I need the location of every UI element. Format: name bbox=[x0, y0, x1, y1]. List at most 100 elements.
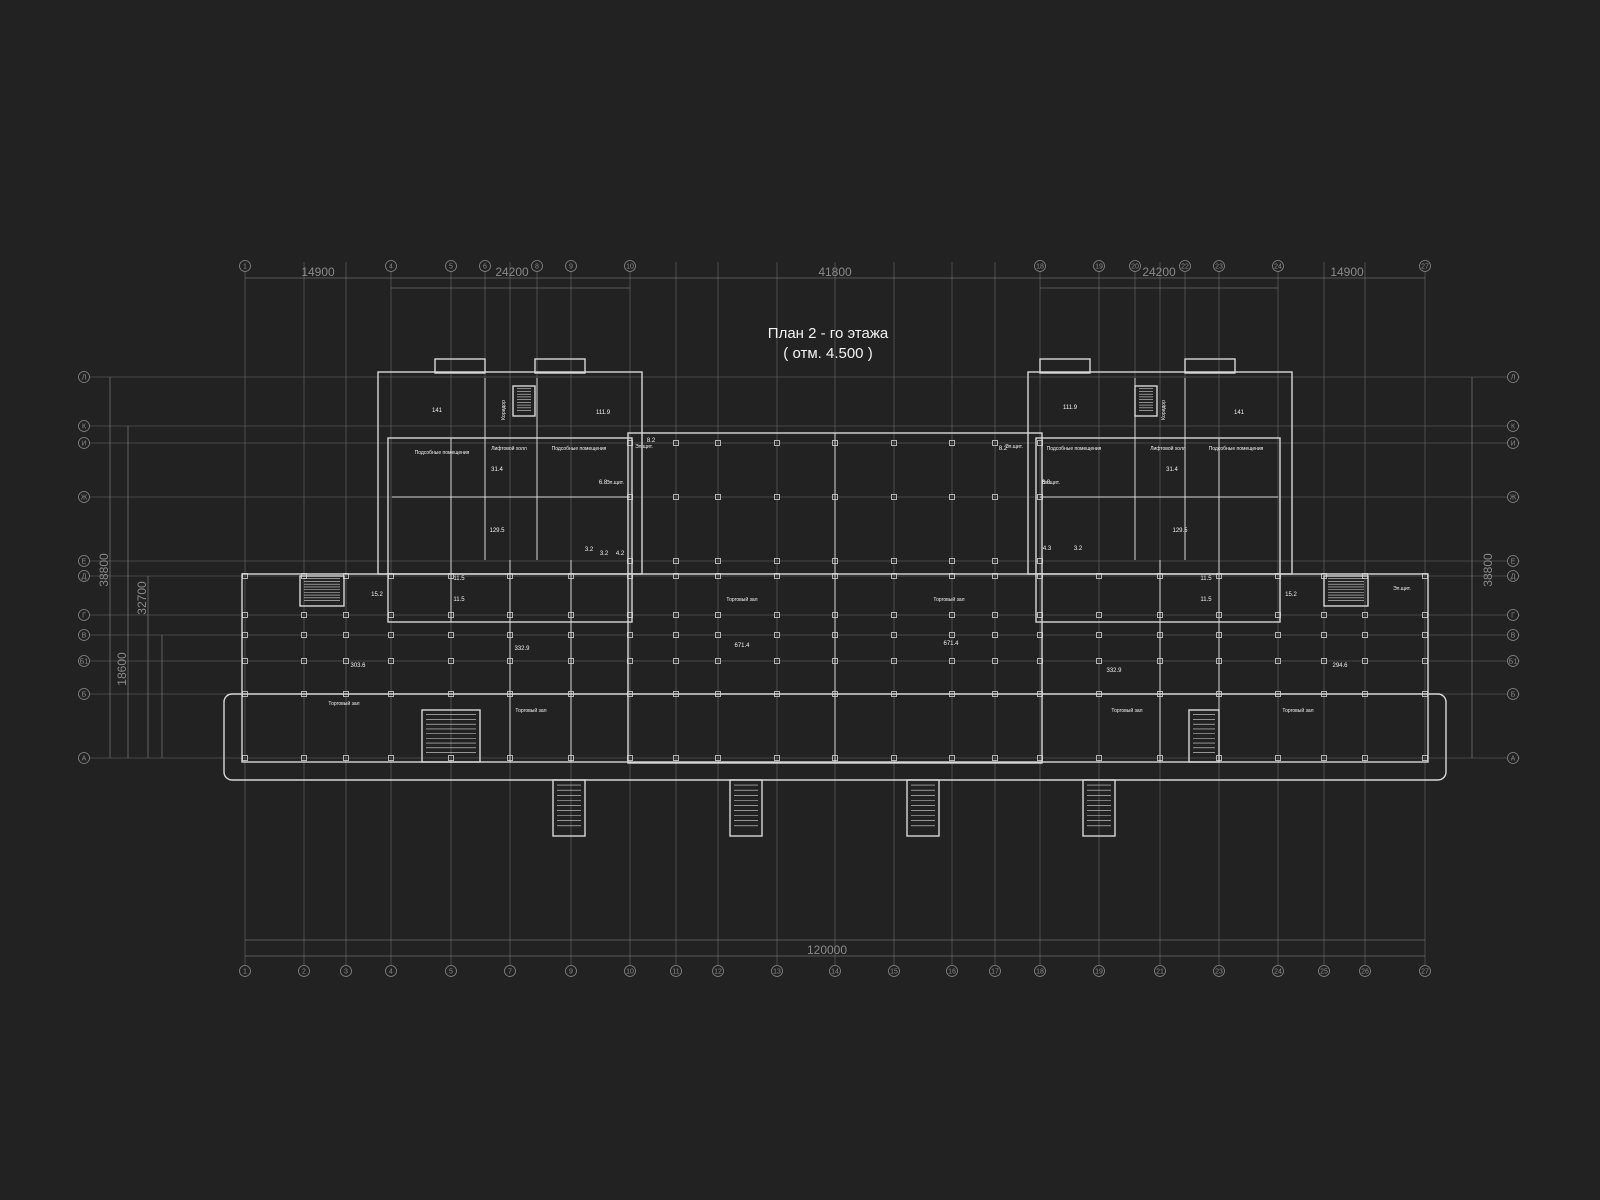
column bbox=[568, 691, 574, 697]
column bbox=[301, 691, 307, 697]
column bbox=[992, 658, 998, 664]
column bbox=[1037, 573, 1043, 579]
room-area: 31.4 bbox=[1166, 467, 1178, 473]
axis-bubble bbox=[78, 555, 90, 567]
column bbox=[715, 558, 721, 564]
column bbox=[1275, 573, 1281, 579]
column bbox=[992, 612, 998, 618]
column bbox=[507, 573, 513, 579]
column bbox=[242, 612, 248, 618]
axis-bubble bbox=[1318, 965, 1330, 977]
column bbox=[1422, 612, 1428, 618]
room-area: 129.5 bbox=[1172, 528, 1188, 534]
room-name-el-panel: Эл.щит. bbox=[1005, 444, 1023, 450]
column bbox=[1157, 612, 1163, 618]
balcony-outline bbox=[434, 358, 486, 374]
column bbox=[242, 632, 248, 638]
balcony-outline bbox=[534, 358, 586, 374]
column bbox=[1321, 691, 1327, 697]
column bbox=[448, 573, 454, 579]
column bbox=[949, 612, 955, 618]
column bbox=[627, 632, 633, 638]
axis-label: Е bbox=[82, 559, 87, 566]
axis-label: 23 bbox=[1215, 264, 1223, 271]
column bbox=[1157, 573, 1163, 579]
axis-bubble bbox=[1179, 260, 1191, 272]
dim-text-right: 38800 bbox=[1481, 553, 1495, 587]
column bbox=[715, 440, 721, 446]
axis-bubble bbox=[1272, 965, 1284, 977]
column bbox=[1157, 658, 1163, 664]
axis-grid-lines bbox=[82, 262, 1520, 965]
column bbox=[343, 755, 349, 761]
axis-label: 27 bbox=[1421, 264, 1429, 271]
room-name-el-panel: Эл.щит. bbox=[606, 480, 624, 486]
room-name-auxiliary: Подсобные помещения bbox=[415, 450, 470, 456]
column bbox=[949, 573, 955, 579]
column bbox=[949, 632, 955, 638]
axis-label: 14 bbox=[831, 969, 839, 976]
axis-bubble bbox=[1272, 260, 1284, 272]
axis-bubble bbox=[771, 965, 783, 977]
column bbox=[1096, 632, 1102, 638]
axis-bubble bbox=[1213, 965, 1225, 977]
column bbox=[1275, 755, 1281, 761]
column bbox=[774, 632, 780, 638]
room-area: 303.6 bbox=[350, 663, 366, 669]
axis-label: Б bbox=[82, 692, 87, 699]
room-area: 6.8 bbox=[1042, 480, 1051, 486]
column bbox=[673, 612, 679, 618]
axis-bubble bbox=[445, 260, 457, 272]
axis-label: Ж bbox=[81, 495, 88, 502]
column bbox=[774, 573, 780, 579]
column bbox=[774, 494, 780, 500]
axis-label: 16 bbox=[948, 969, 956, 976]
column bbox=[832, 440, 838, 446]
axis-bubble bbox=[78, 752, 90, 764]
room-area: 11.5 bbox=[1200, 576, 1212, 582]
axis-label: 26 bbox=[1361, 969, 1369, 976]
column bbox=[673, 632, 679, 638]
room-area: 3.2 bbox=[585, 547, 594, 553]
axis-label: К bbox=[82, 424, 87, 431]
column bbox=[627, 612, 633, 618]
axis-bubble bbox=[1507, 752, 1519, 764]
column bbox=[301, 632, 307, 638]
axis-label: 9 bbox=[569, 264, 573, 271]
column bbox=[673, 658, 679, 664]
column bbox=[715, 494, 721, 500]
column bbox=[507, 755, 513, 761]
axis-bubble bbox=[239, 260, 251, 272]
column bbox=[242, 573, 248, 579]
room-area: 31.4 bbox=[491, 467, 503, 473]
column bbox=[1037, 658, 1043, 664]
axis-bubble bbox=[989, 965, 1001, 977]
axis-bubble bbox=[1507, 437, 1519, 449]
room-name-trading-hall: Торговый зал bbox=[726, 596, 757, 603]
axis-label: А bbox=[1511, 756, 1516, 763]
axis-label: 6 bbox=[483, 264, 487, 271]
column bbox=[774, 440, 780, 446]
axis-bubble bbox=[712, 965, 724, 977]
column bbox=[448, 755, 454, 761]
dim-text-bottom: 120000 bbox=[807, 943, 847, 957]
room-area: 15.2 bbox=[371, 592, 383, 598]
column bbox=[774, 691, 780, 697]
column bbox=[949, 558, 955, 564]
axis-bubble bbox=[78, 437, 90, 449]
axis-label: 25 bbox=[1320, 969, 1328, 976]
plan-title: План 2 - го этажа bbox=[767, 325, 889, 342]
axis-label: 20 bbox=[1131, 264, 1139, 271]
column bbox=[627, 440, 633, 446]
column bbox=[1321, 755, 1327, 761]
column bbox=[1096, 612, 1102, 618]
column bbox=[673, 558, 679, 564]
axis-bubble bbox=[1093, 965, 1105, 977]
column bbox=[1096, 691, 1102, 697]
column bbox=[507, 691, 513, 697]
axis-label: 7 bbox=[508, 969, 512, 976]
room-name-auxiliary: Подсобные помещения bbox=[1047, 446, 1102, 452]
axis-bubble bbox=[1419, 965, 1431, 977]
